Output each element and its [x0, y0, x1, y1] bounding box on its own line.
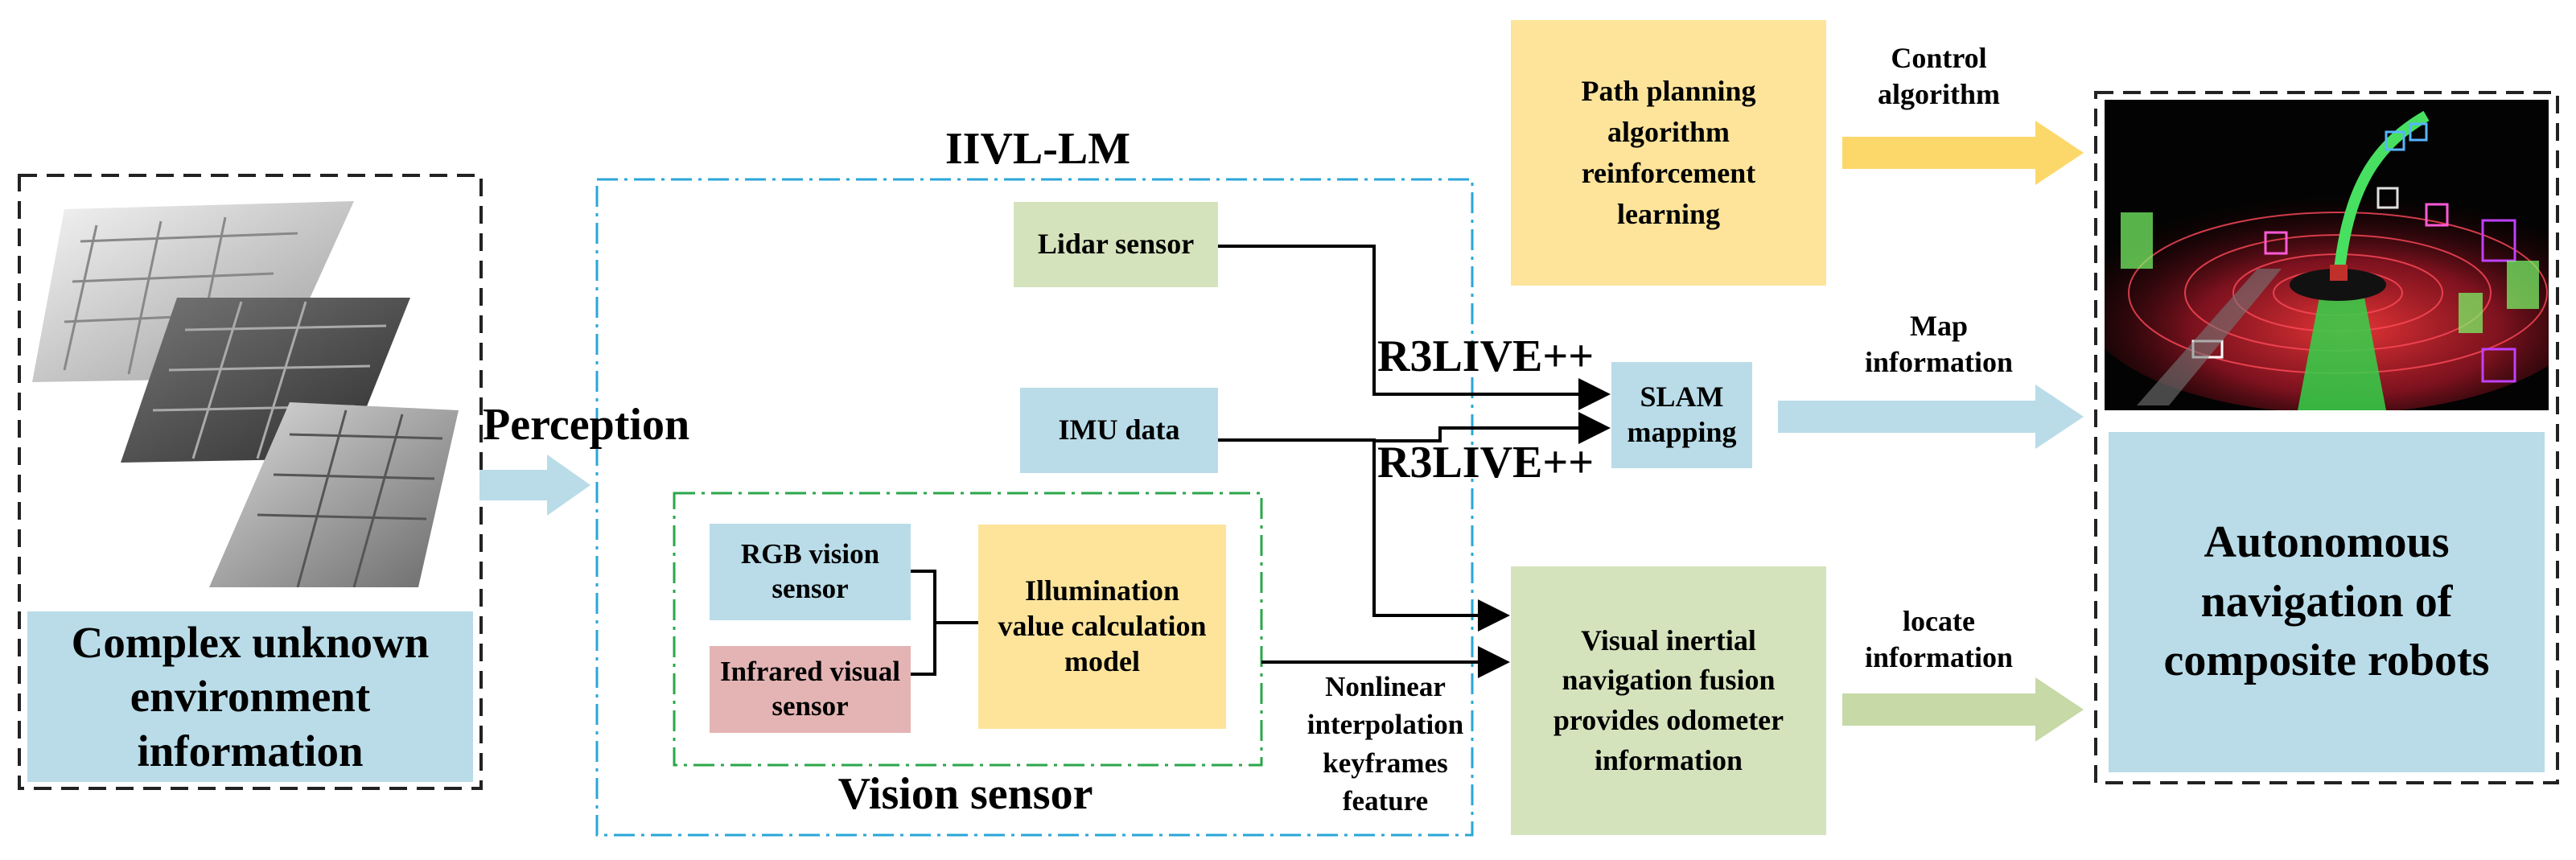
imu-to-fusion-line [1372, 440, 1510, 632]
lidar-to-slam-line [1218, 245, 1611, 410]
locate-information-label: locate information [1865, 605, 2013, 673]
map-information-label: Map information [1865, 310, 2013, 378]
illumination-model-box: Illumination value calculation model [978, 525, 1226, 729]
imu-data-box: IMU data [1020, 388, 1218, 473]
nonlinear-label: Nonlinear interpolation keyframes featur… [1307, 671, 1464, 817]
lidar-point-cloud-image [2105, 100, 2549, 410]
visual-inertial-fusion-box: Visual inertial navigation fusion provid… [1511, 566, 1826, 835]
vision-sensor-title: Vision sensor [837, 769, 1093, 819]
rgb-bracket-line [911, 570, 936, 676]
slam-mapping-box: SLAM mapping [1611, 362, 1752, 468]
r3live-top-label: R3LIVE++ [1377, 331, 1595, 381]
control-arrow [1842, 121, 2084, 185]
vision-frame [673, 492, 1263, 767]
right-panel-frame [2094, 91, 2559, 784]
right-panel-caption: Autonomous navigation of composite robot… [2109, 432, 2545, 772]
left-panel-caption: Complex unknown environment information [27, 611, 473, 782]
locate-arrow [1842, 677, 2084, 742]
factory-photo-collage [32, 193, 467, 587]
imu-to-slam-line [1218, 412, 1611, 444]
control-algorithm-label: Control algorithm [1878, 42, 2000, 110]
perception-arrow [479, 455, 591, 516]
rgb-vision-sensor-box: RGB vision sensor [710, 524, 911, 620]
path-planning-box: Path planning algorithm reinforcement le… [1511, 20, 1826, 286]
perception-label: Perception [483, 400, 690, 450]
lidar-sensor-box: Lidar sensor [1014, 202, 1218, 287]
infrared-visual-sensor-box: Infrared visual sensor [710, 646, 911, 733]
iivl-frame [595, 178, 1474, 837]
map-arrow [1778, 385, 2084, 449]
iivl-title: IIVL-LM [944, 124, 1131, 174]
r3live-bottom-label: R3LIVE++ [1377, 438, 1595, 488]
